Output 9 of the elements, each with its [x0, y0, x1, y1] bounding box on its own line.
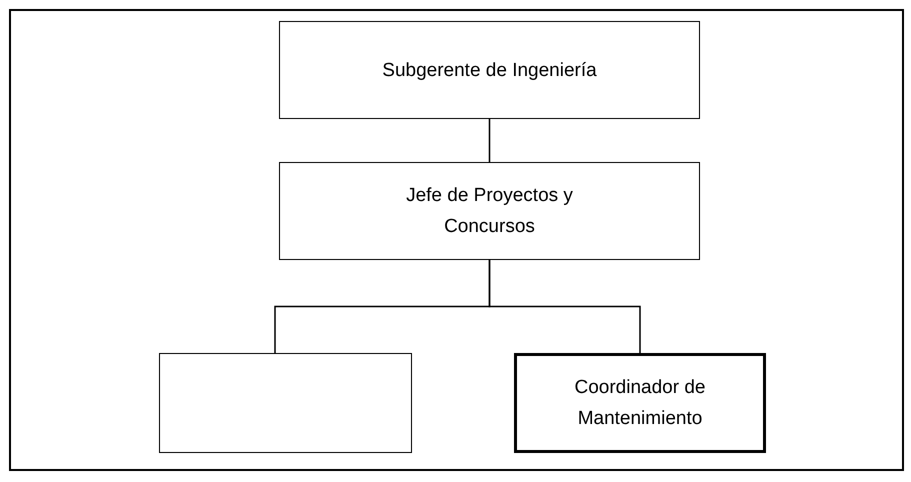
position-title: Coordinador de Mantenimiento: [574, 376, 706, 431]
connector-line: [488, 260, 641, 353]
connector-line: [488, 119, 490, 162]
position-title: Subgerente de Ingeniería: [381, 58, 598, 82]
empty-box: [159, 353, 412, 453]
position-box: [279, 162, 700, 260]
position-box: [279, 21, 700, 119]
position-box: [514, 353, 766, 453]
position-title: Jefe de Proyectos y Concursos: [405, 184, 574, 239]
